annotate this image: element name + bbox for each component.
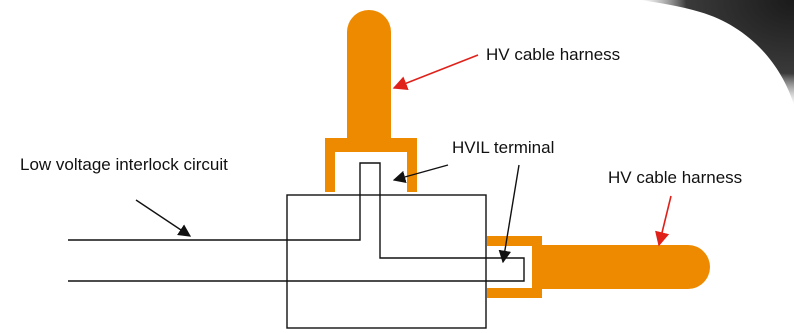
hv-connector-top [325, 138, 417, 192]
corner-decoration [640, 0, 794, 105]
lv-circuit-label: Low voltage interlock circuit [20, 155, 228, 174]
lv-circuit-arrow [135, 199, 192, 237]
hv-cable-top-arrow [392, 54, 479, 90]
hvil-arrow-top [392, 164, 449, 184]
hvil-arrow-right [498, 164, 520, 264]
hvil-conductor-vertical [287, 162, 525, 282]
housing-box [286, 194, 487, 329]
hv-cable-right-arrow [655, 195, 672, 247]
hv-cable-right [540, 245, 710, 289]
hv-cable-top [347, 10, 391, 138]
hv-connector-right [487, 236, 542, 298]
hvil-terminal-label: HVIL terminal [452, 138, 554, 157]
hv-cable-top-label: HV cable harness [486, 45, 620, 64]
hv-cable-right-label: HV cable harness [608, 168, 742, 187]
